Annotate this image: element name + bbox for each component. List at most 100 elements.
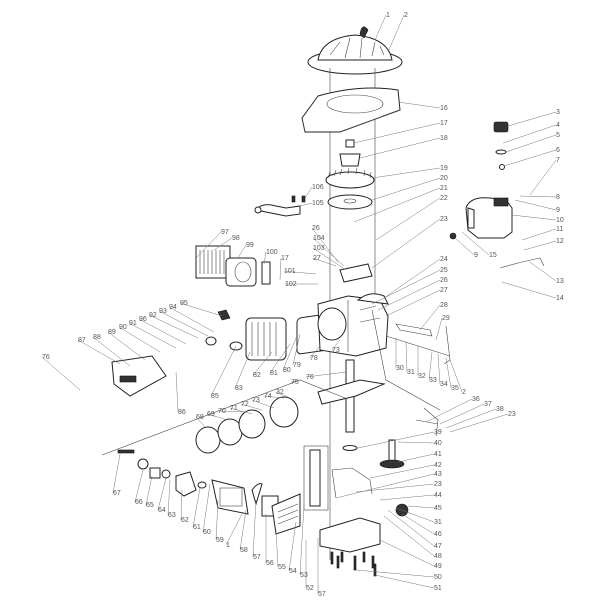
leader-line: [405, 341, 408, 373]
leader-line: [377, 279, 441, 311]
callout-number: 95: [180, 300, 188, 307]
callout-number: 53: [300, 572, 308, 579]
callout-number: 6: [556, 147, 560, 154]
leader-line: [419, 304, 441, 331]
leader-line: [168, 306, 215, 333]
callout-number: 14: [556, 295, 564, 302]
callout-number: 57: [318, 591, 326, 598]
callout-number: 61: [193, 524, 201, 531]
leader-line: [397, 453, 435, 463]
leader-line: [202, 483, 211, 533]
leader-line: [299, 202, 313, 207]
crankcase-block: [317, 263, 389, 357]
callout-number: 97: [221, 229, 229, 236]
callout-number: 50: [434, 574, 442, 581]
leader-line: [397, 101, 441, 109]
leader-line: [312, 257, 337, 267]
callout-number: 10: [556, 217, 564, 224]
leader-line: [449, 413, 509, 433]
callout-number: 24: [440, 256, 448, 263]
callout-number: 94: [169, 304, 177, 311]
leader-line: [237, 244, 247, 259]
leader-line: [359, 137, 441, 159]
leader-line: [252, 499, 257, 558]
callout-number: 45: [434, 505, 442, 512]
callout-number: 62: [181, 517, 189, 524]
throttle-linkage: [385, 323, 451, 437]
leader-line: [239, 509, 247, 551]
callout-number: 48: [434, 553, 442, 560]
leader-line: [305, 371, 347, 378]
air-filter-box: [195, 245, 271, 287]
callout-number: 16: [440, 105, 448, 112]
callout-number: 55: [278, 564, 286, 571]
leader-line: [275, 391, 291, 399]
leader-line: [355, 569, 435, 578]
flywheel: [325, 167, 375, 210]
callout-number: 31: [434, 519, 442, 526]
callout-number: 41: [434, 451, 442, 458]
callout-number: 13: [556, 278, 564, 285]
recoil-starter: [307, 26, 403, 75]
leader-line: [435, 317, 443, 341]
leader-line: [385, 289, 441, 317]
callout-number: 71: [230, 405, 238, 412]
leader-line: [215, 499, 219, 541]
leader-line: [445, 408, 497, 429]
callout-number: 93: [159, 308, 167, 315]
leader-line: [192, 487, 201, 528]
callout-number: 49: [434, 563, 442, 570]
leader-line: [292, 333, 301, 366]
callout-number: 64: [158, 507, 166, 514]
leader-line: [401, 513, 435, 535]
leader-line: [288, 521, 297, 572]
leader-line: [353, 187, 441, 223]
leader-line: [428, 351, 433, 381]
callout-number: 63: [168, 512, 176, 519]
callout-number: 22: [440, 195, 448, 202]
leader-line: [158, 310, 209, 337]
callout-number: 98: [232, 235, 240, 242]
leader-line: [107, 331, 146, 361]
callout-number: 9: [474, 252, 478, 259]
callout-number: 78: [310, 355, 318, 362]
callout-number: 76: [42, 354, 50, 361]
leader-line: [263, 395, 285, 399]
callout-number: 1: [226, 542, 230, 549]
callout-number: 27: [440, 287, 448, 294]
leader-line: [77, 339, 121, 365]
callout-number: 17: [281, 255, 289, 262]
leader-line: [379, 494, 435, 501]
callout-number: 8: [556, 194, 560, 201]
leader-line: [312, 237, 345, 267]
leader-line: [290, 379, 301, 383]
callout-number: 23: [440, 216, 448, 223]
callout-number: 100: [266, 249, 278, 256]
callout-number: 5: [556, 132, 560, 139]
leader-line: [157, 477, 167, 511]
leader-line: [383, 258, 441, 299]
callout-number: 20: [440, 175, 448, 182]
callout-number: 59: [216, 537, 224, 544]
callout-number: 72: [241, 401, 249, 408]
carburetor-assembly: [117, 449, 249, 515]
callout-number: 103: [313, 245, 325, 252]
callout-number: 69: [207, 411, 215, 418]
leader-line: [375, 197, 441, 241]
leader-line: [507, 111, 557, 127]
leader-line: [92, 336, 131, 367]
leader-line: [251, 399, 275, 409]
callout-number: 43: [434, 471, 442, 478]
leader-line: [501, 281, 557, 299]
callout-number: 42: [434, 462, 442, 469]
callout-number: 12: [556, 238, 564, 245]
callout-number: 75: [291, 379, 299, 386]
callout-number: 38: [496, 406, 504, 413]
callout-number: 39: [434, 429, 442, 436]
callout-number: 47: [434, 543, 442, 550]
leader-line: [503, 149, 557, 167]
callout-number: 96: [139, 316, 147, 323]
starter-cup: [339, 153, 361, 167]
leader-line: [371, 167, 441, 179]
